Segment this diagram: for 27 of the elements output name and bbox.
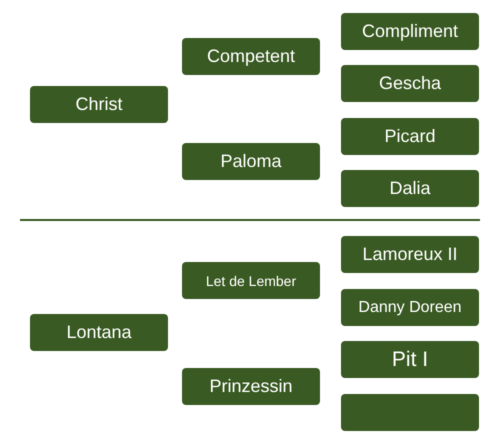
name-box — [341, 341, 479, 378]
name-text: Dalia — [389, 178, 431, 199]
name-text: Paloma — [220, 151, 282, 172]
name-box — [341, 65, 479, 102]
name-box — [341, 118, 479, 155]
name-text: Let de Lember — [206, 272, 296, 288]
name-text: Christ — [75, 94, 122, 115]
name-box — [182, 262, 320, 299]
name-text: Lamoreux II — [362, 244, 458, 265]
name-box — [30, 86, 168, 123]
name-box — [341, 289, 479, 326]
name-box — [341, 236, 479, 273]
name-text: Pit I — [392, 348, 428, 372]
name-text: Prinzessin — [209, 376, 293, 397]
name-box — [30, 314, 168, 351]
name-box — [341, 170, 479, 207]
name-text: Competent — [206, 46, 296, 67]
name-box — [182, 143, 320, 180]
empty-box — [341, 394, 479, 431]
name-text: Danny Doreen — [358, 298, 462, 316]
name-box — [182, 38, 320, 75]
name-text: Picard — [384, 126, 436, 147]
name-box — [341, 13, 479, 50]
name-text: Compliment — [362, 21, 458, 42]
name-text: Lontana — [66, 322, 132, 343]
name-text: Gescha — [378, 73, 442, 94]
name-box — [182, 368, 320, 405]
